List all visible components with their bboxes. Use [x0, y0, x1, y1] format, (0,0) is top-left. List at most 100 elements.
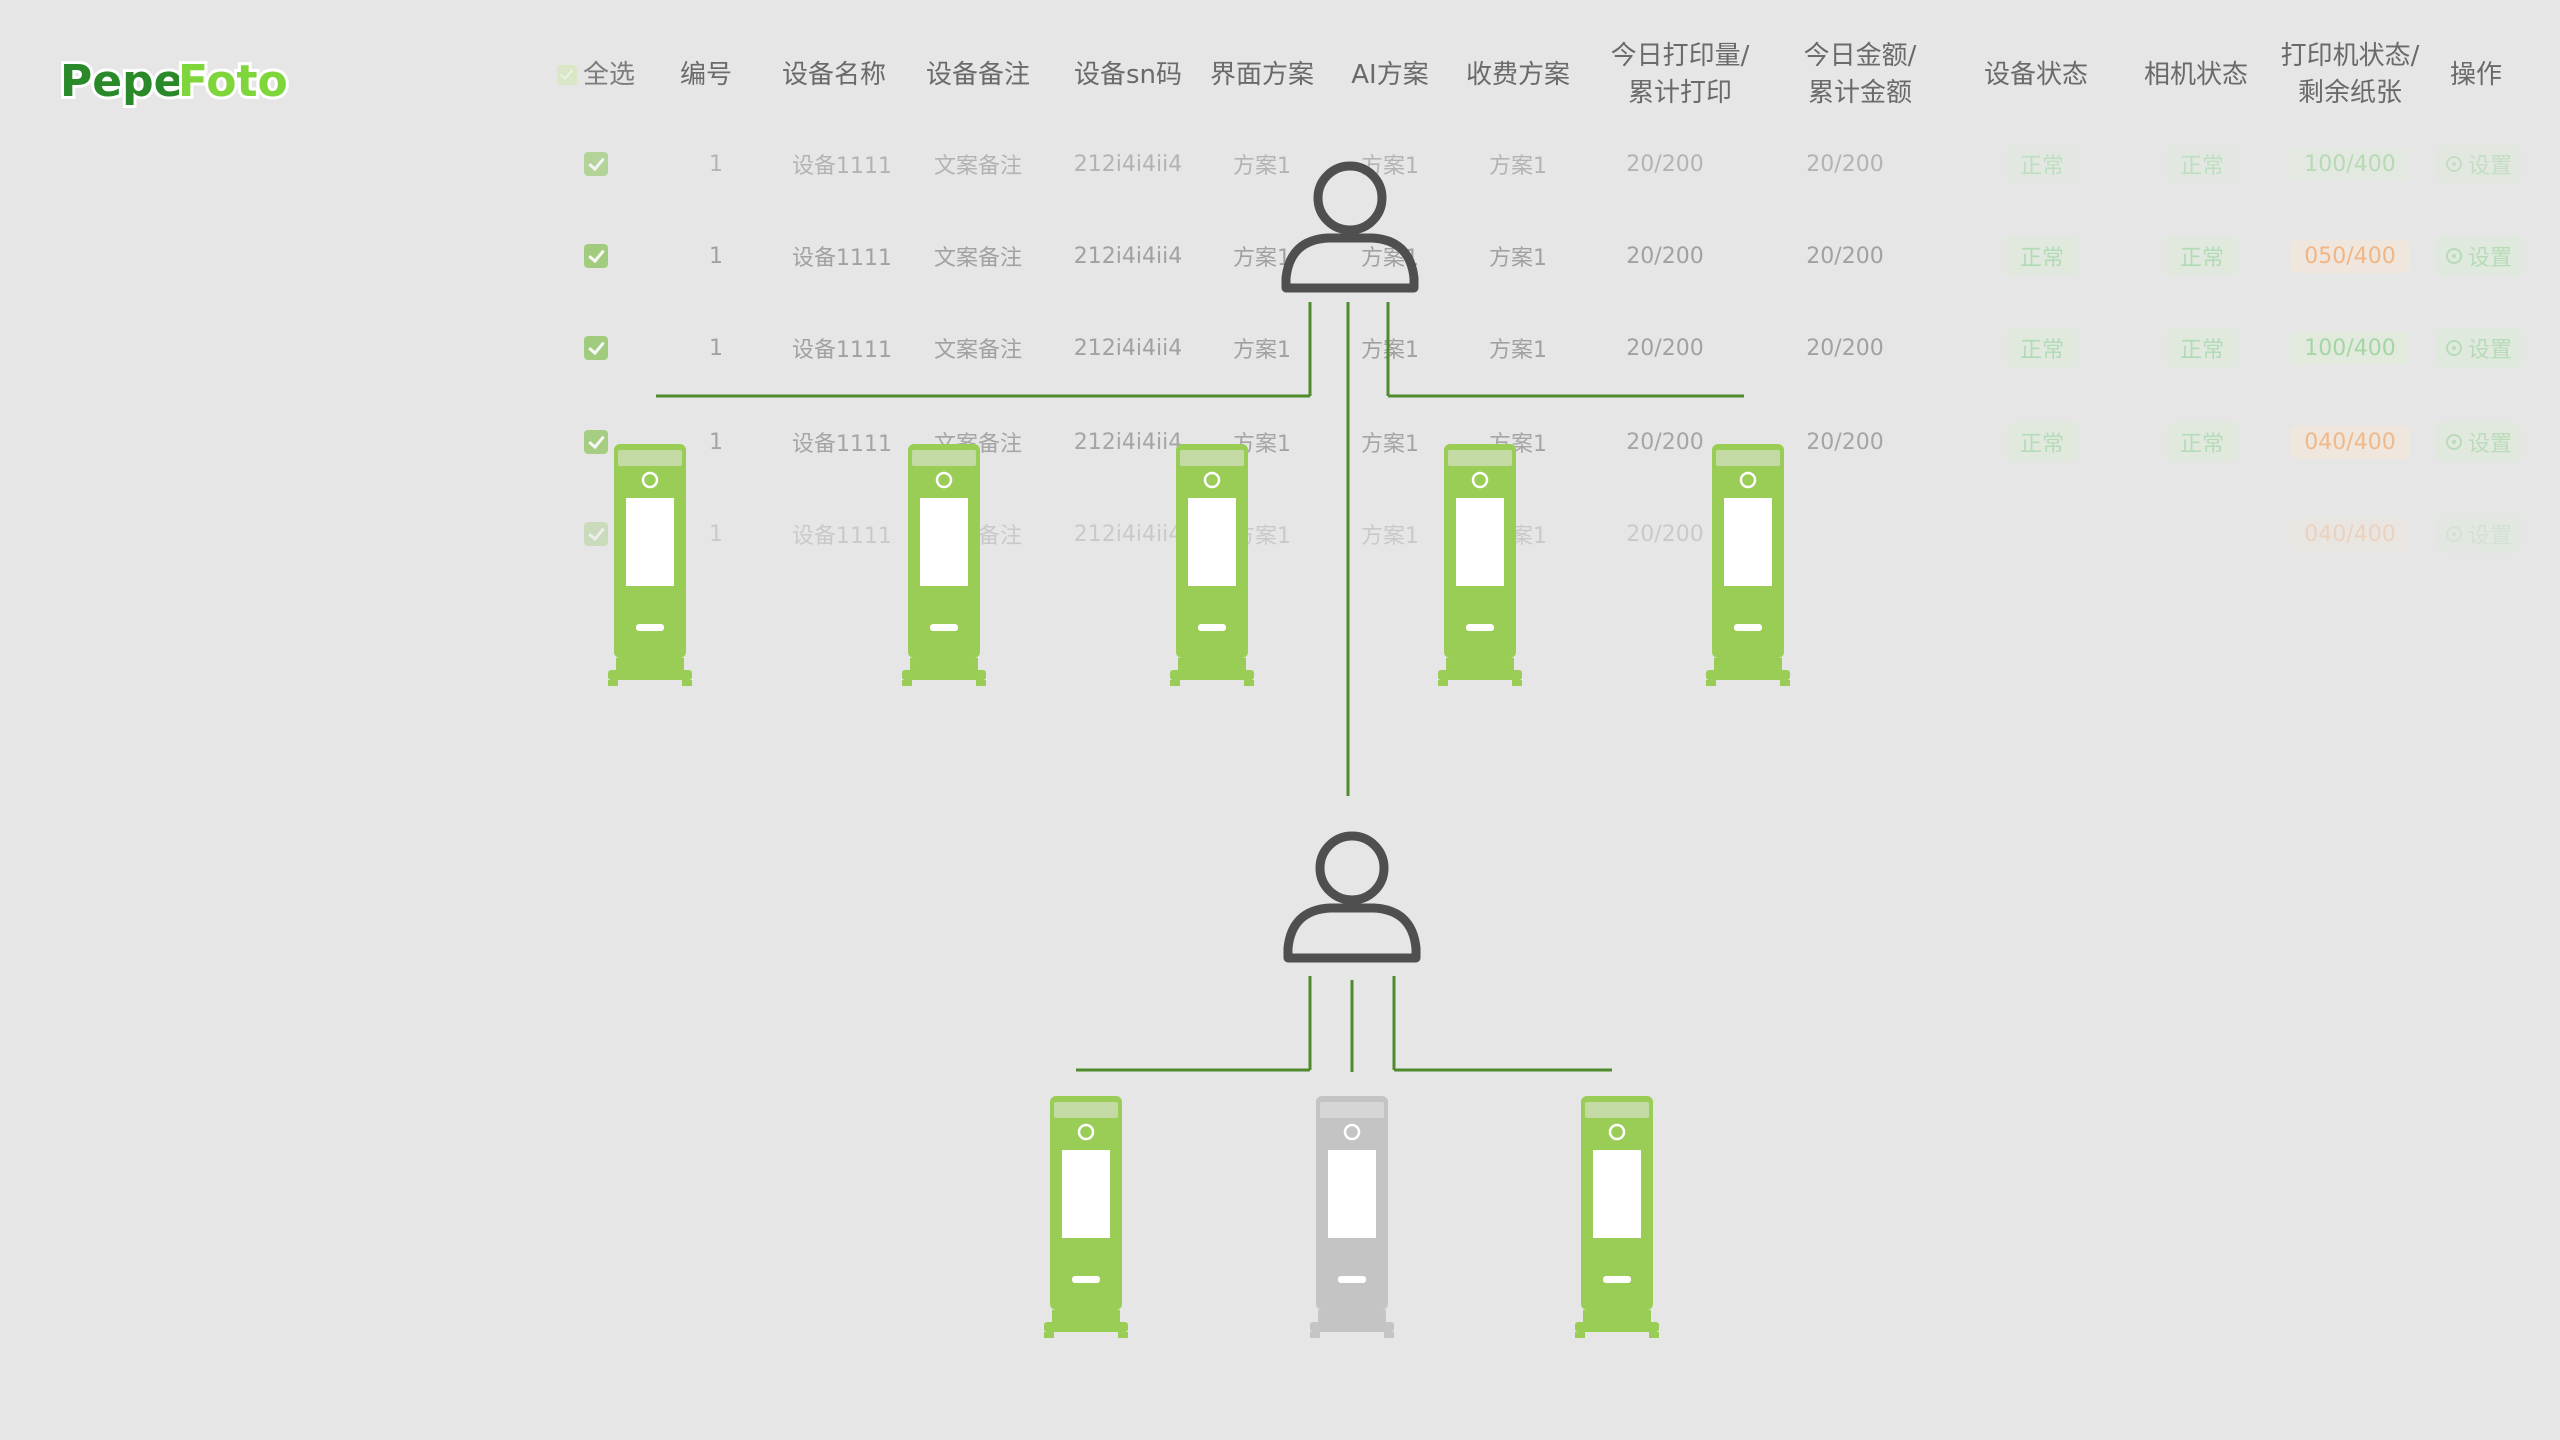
- settings-label: 设置: [2467, 154, 2512, 179]
- header-action: 操作: [2449, 59, 2502, 90]
- header-ai-plan: AI方案: [1351, 59, 1429, 90]
- paper-cell: 040/400: [2290, 504, 2410, 564]
- note-cell: 文案备注: [933, 432, 1022, 457]
- paper-cell: 040/400: [2290, 412, 2410, 472]
- note-cell: 文案备注: [933, 154, 1022, 179]
- logo-wordmark: Pepe Foto: [58, 53, 291, 110]
- sn-cell: 212i4i4ii4: [1073, 429, 1183, 455]
- ai-cell: 方案1: [1361, 524, 1419, 549]
- row-checkbox-cell: [556, 504, 636, 564]
- header-today-print: 今日打印量/ 累计打印: [1600, 30, 1760, 120]
- name-cell: 设备1111: [792, 432, 892, 457]
- prints-cell: 20/200: [1626, 151, 1704, 177]
- gear-icon: [2445, 340, 2462, 356]
- amount-cell: 20/200: [1806, 429, 1884, 455]
- gear-icon: [2445, 156, 2462, 172]
- header-printer-status-line1: 打印机状态/: [2280, 41, 2420, 71]
- svg-text:Pepe: Pepe: [60, 56, 183, 107]
- name-cell: 设备1111: [792, 338, 892, 363]
- photo-kiosk-icon: [1044, 1096, 1128, 1338]
- device-status-cell: 正常: [1980, 134, 2104, 194]
- header-today-amount: 今日金额/ 累计金额: [1790, 30, 1930, 120]
- num-cell: 1: [709, 335, 723, 361]
- fee-cell: 方案1: [1489, 338, 1547, 363]
- sn-cell: 212i4i4ii4: [1073, 151, 1183, 177]
- prints-cell: 20/200: [1626, 335, 1704, 361]
- paper-cell: 100/400: [2290, 134, 2410, 194]
- device-table: 全选 编号 设备名称 设备备注 设备sn码 界面方案 AI方案 收费方案 今日打…: [0, 0, 2560, 620]
- header-printer-status-line2: 剩余纸张: [2297, 78, 2402, 108]
- device-status-cell: [1980, 504, 2104, 564]
- header-device-status: 设备状态: [1983, 59, 2088, 90]
- row-checkbox[interactable]: [584, 152, 608, 176]
- status-badge: 正常: [2005, 328, 2078, 368]
- user-icon: [1283, 831, 1421, 963]
- row-checkbox-cell: [556, 318, 636, 378]
- action-cell: 设置: [2420, 504, 2538, 564]
- sn-cell: 212i4i4ii4: [1073, 335, 1183, 361]
- prints-cell: 20/200: [1626, 521, 1704, 547]
- paper-cell: 100/400: [2290, 318, 2410, 378]
- device-status-cell: 正常: [1980, 412, 2104, 472]
- header-device-note: 设备备注: [925, 59, 1030, 90]
- gear-icon: [2445, 248, 2462, 264]
- row-checkbox-cell: [556, 412, 636, 472]
- status-badge: 正常: [2165, 144, 2238, 184]
- status-badge: 正常: [2005, 144, 2078, 184]
- header-today-print-line2: 累计打印: [1627, 78, 1732, 108]
- ai-cell: 方案1: [1361, 432, 1419, 457]
- status-badge: 正常: [2165, 236, 2238, 276]
- prints-cell: 20/200: [1626, 243, 1704, 269]
- settings-button[interactable]: 设置: [2435, 422, 2522, 462]
- fee-cell: 方案1: [1489, 524, 1547, 549]
- paper-badge: 040/400: [2290, 425, 2410, 459]
- row-checkbox[interactable]: [584, 336, 608, 360]
- settings-label: 设置: [2467, 246, 2512, 271]
- settings-label: 设置: [2467, 432, 2512, 457]
- name-cell: 设备1111: [792, 154, 892, 179]
- amount-cell: [1780, 504, 1910, 564]
- header-today-amount-line1: 今日金额/: [1803, 41, 1917, 71]
- settings-button[interactable]: 设置: [2435, 514, 2522, 554]
- settings-button[interactable]: 设置: [2435, 144, 2522, 184]
- ai-cell: 方案1: [1361, 338, 1419, 363]
- photo-kiosk-icon: [1575, 1096, 1659, 1338]
- num-cell: 1: [709, 429, 723, 455]
- status-badge: 正常: [2005, 422, 2078, 462]
- camera-status-cell: 正常: [2140, 134, 2264, 194]
- gear-icon: [2445, 526, 2462, 542]
- fee-cell: 方案1: [1489, 154, 1547, 179]
- row-checkbox[interactable]: [584, 522, 608, 546]
- row-checkbox[interactable]: [584, 430, 608, 454]
- action-cell: 设置: [2420, 412, 2538, 472]
- select-all-checkbox[interactable]: [556, 65, 577, 85]
- select-all-header[interactable]: 全选: [556, 30, 636, 120]
- sn-cell: 212i4i4ii4: [1073, 521, 1183, 547]
- note-cell: 文案备注: [933, 338, 1022, 363]
- settings-button[interactable]: 设置: [2435, 236, 2522, 276]
- paper-badge: 050/400: [2290, 239, 2410, 273]
- header-fee-plan: 收费方案: [1465, 59, 1570, 90]
- device-status-cell: 正常: [1980, 318, 2104, 378]
- ui-cell: 方案1: [1233, 524, 1291, 549]
- device-status-cell: 正常: [1980, 226, 2104, 286]
- gear-icon: [2445, 434, 2462, 450]
- action-cell: 设置: [2420, 134, 2538, 194]
- header-today-print-line1: 今日打印量/: [1610, 41, 1750, 71]
- row-checkbox[interactable]: [584, 244, 608, 268]
- photo-kiosk-icon: [1310, 1096, 1394, 1338]
- header-camera-status: 相机状态: [2143, 59, 2248, 90]
- settings-button[interactable]: 设置: [2435, 328, 2522, 368]
- select-all-label: 全选: [582, 59, 635, 90]
- status-badge: 正常: [2005, 236, 2078, 276]
- paper-badge: 040/400: [2290, 517, 2410, 551]
- svg-text:Foto: Foto: [178, 56, 288, 107]
- row-checkbox-cell: [556, 226, 636, 286]
- header-today-amount-line2: 累计金额: [1807, 78, 1912, 108]
- amount-cell: 20/200: [1806, 335, 1884, 361]
- header-printer-status: 打印机状态/ 剩余纸张: [2270, 30, 2430, 120]
- num-cell: 1: [709, 151, 723, 177]
